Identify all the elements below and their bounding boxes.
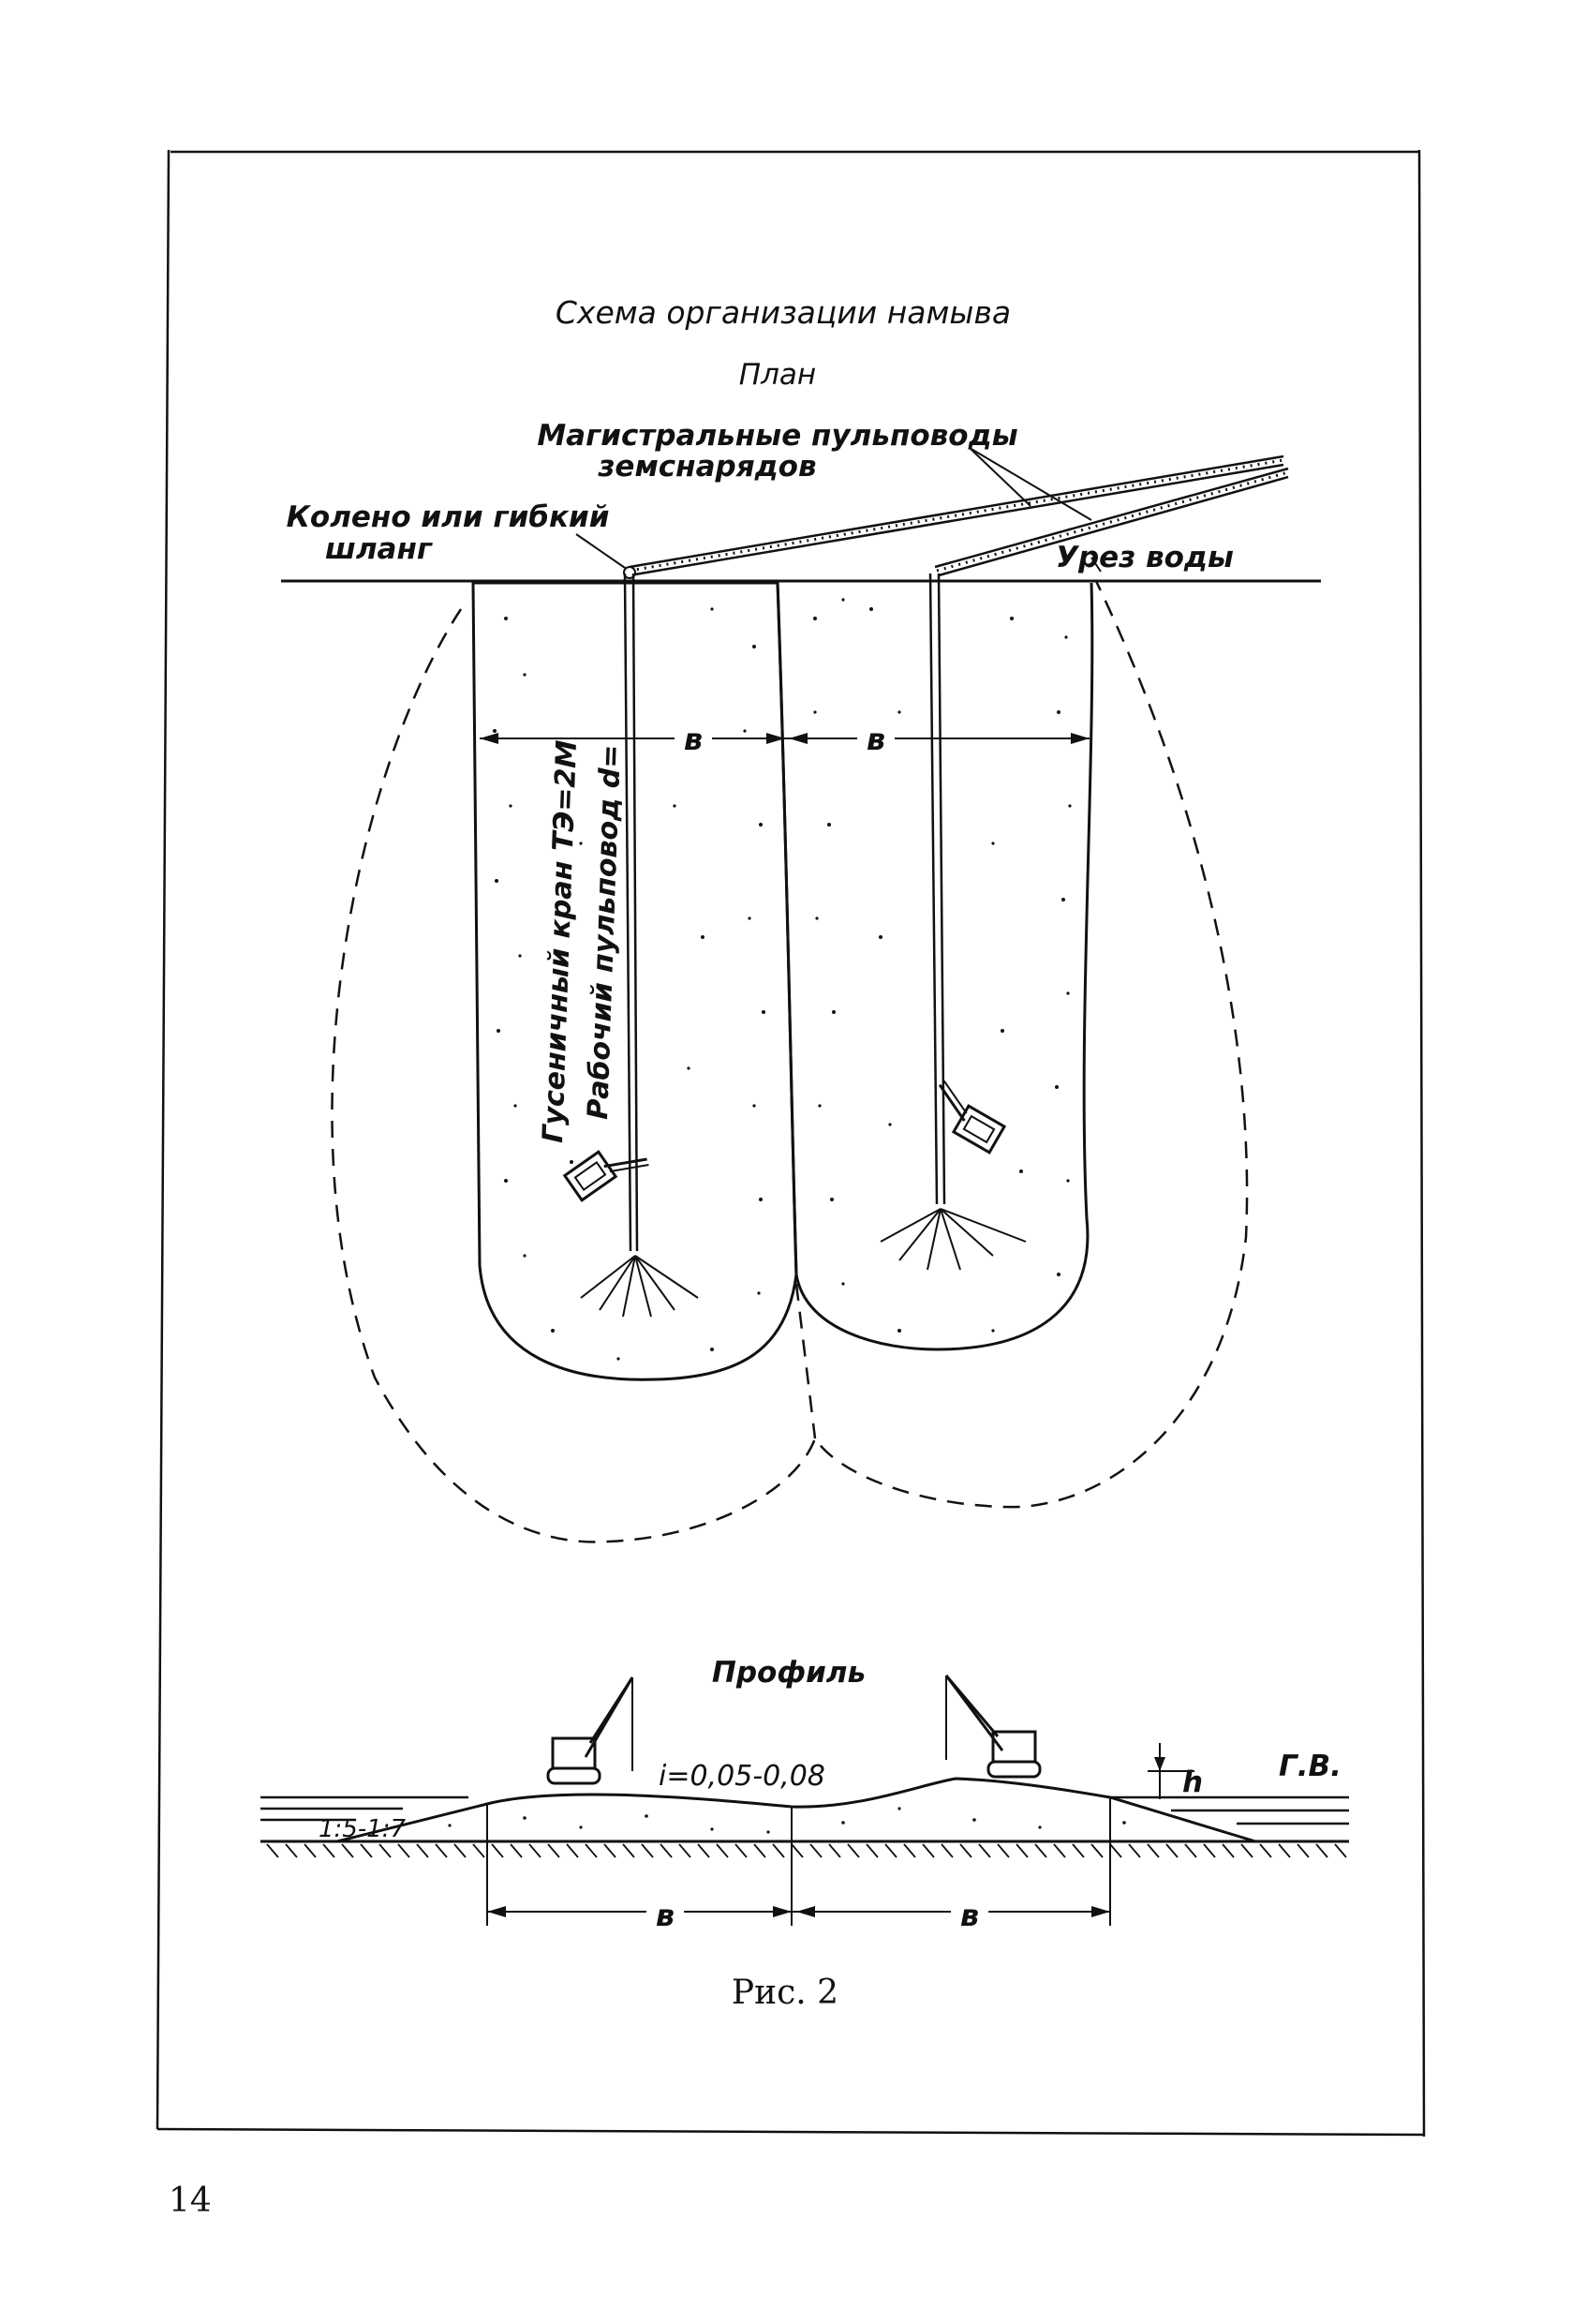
dim-arrow (796, 1906, 815, 1917)
profile-fill-body (336, 1777, 1256, 1843)
label-elbow-line2: шланг (325, 532, 434, 566)
label-elbow-line1: Колено или гибкий (287, 500, 610, 534)
pulp-discharge-icon (880, 1208, 1027, 1271)
plan-width-label-right: в (867, 722, 885, 757)
profile-slope-label: i=0,05-0,08 (659, 1760, 825, 1793)
right-fill-area (776, 582, 1094, 1351)
profile-side-slope-label: 1:5-1:7 (319, 1815, 407, 1843)
dim-arrow (773, 1906, 792, 1917)
dim-arrow (1091, 1906, 1110, 1917)
profile-water-level-label: Г.В. (1279, 1750, 1342, 1783)
profile-sand-texture (448, 1807, 1126, 1834)
label-pipelines-line1: Магистральные пульповоды (537, 419, 1017, 453)
dim-arrow (1154, 1757, 1165, 1771)
ground-hatching (266, 1843, 1347, 1858)
profile-width-label-left: в (656, 1898, 675, 1933)
profile-width-label-right: в (960, 1898, 979, 1933)
plan-title: План (739, 358, 816, 392)
main-pipelines (623, 454, 1289, 579)
label-waterline: Урез воды (1056, 541, 1234, 574)
label-work-pipe: Рабочий пульповод d= (582, 744, 628, 1120)
profile-title: Профиль (712, 1656, 866, 1690)
figure-caption: Рис. 2 (732, 1974, 838, 2012)
water-surface (260, 1795, 1349, 1825)
sand-texture (493, 598, 1072, 1361)
pulp-discharge-icon (580, 1255, 699, 1318)
crawler-crane-icon (562, 1150, 649, 1202)
crawler-crane-icon (546, 1676, 634, 1785)
crawler-crane-icon (944, 1675, 1042, 1779)
plan-width-dimension (480, 722, 1090, 753)
plan-width-label-left: в (684, 722, 703, 757)
label-crane: Гусеничный кран ТЭ=2М (537, 739, 584, 1143)
profile-height-label: h (1182, 1765, 1203, 1799)
figure-title: Схема организации намыва (556, 294, 1011, 331)
page-number: 14 (169, 2182, 212, 2220)
crawler-crane-icon (938, 1080, 1007, 1155)
dim-arrow (487, 1906, 506, 1917)
label-pipelines-line2: земснарядов (597, 450, 816, 484)
working-pipelines (623, 573, 946, 1252)
outer-fill-boundary (331, 580, 1249, 1543)
frame-border (156, 149, 1426, 2138)
pipeline-label-leaders (575, 447, 1102, 573)
